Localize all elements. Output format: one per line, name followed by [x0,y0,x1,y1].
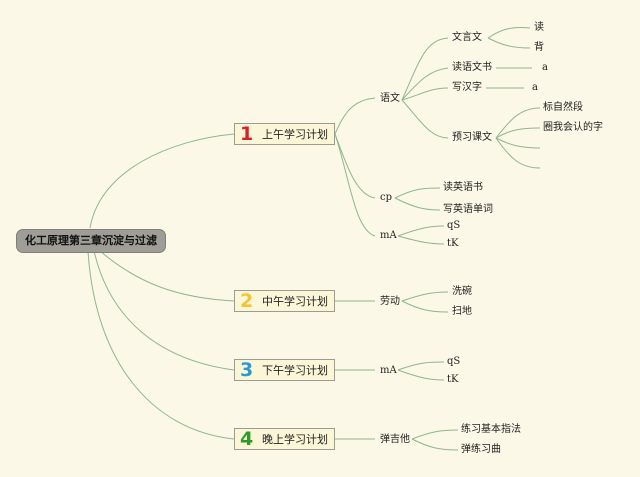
plan-label: 中午学习计划 [262,295,328,308]
plan-evening[interactable]: 4 晚上学习计划 [234,428,335,450]
link-ma2-qs [397,361,445,371]
leaf-tk-afternoon[interactable]: tK [447,374,459,385]
link-laodong-xiwan [401,291,449,302]
leaf-yuxi[interactable]: 预习课文 [452,132,492,143]
leaf-saodi[interactable]: 扫地 [452,306,472,317]
link-wenyan-bei [487,37,531,49]
leaf-tk-morning[interactable]: tK [447,238,459,249]
plan-label: 晚上学习计划 [262,433,328,446]
number-badge-1: 1 [240,123,254,145]
link-yuwen-wenyan [401,37,449,101]
branch-cp[interactable]: cp [380,192,393,203]
root-topic[interactable]: 化工原理第三章沉淀与过滤 [16,229,166,253]
plan-label: 下午学习计划 [262,364,328,377]
leaf-lianxi[interactable]: 练习基本指法 [461,424,521,435]
branch-ma-afternoon[interactable]: mA [380,365,397,376]
link-root-plan3 [93,250,235,371]
link-yuwen-duyuwen [401,67,449,101]
link-yuxi-blank2 [495,137,541,169]
link-cp-duying [394,187,441,199]
leaf-qs-morning[interactable]: qS [447,220,461,231]
leaf-a-1[interactable]: a [542,62,548,73]
leaf-quanwo[interactable]: 圈我会认的字 [543,122,603,133]
branch-guitar[interactable]: 弹吉他 [380,434,410,445]
link-root-plan1 [89,133,235,229]
link-yuwen-xiehanzi [401,87,449,101]
leaf-wenyanwen[interactable]: 文言文 [452,32,482,43]
link-guitar-tanlian [411,438,459,451]
link-wenyan-du [487,27,531,39]
link-root-plan2 [99,250,235,302]
branch-ma-morning[interactable]: mA [380,230,397,241]
link-plan1-cp [334,133,376,199]
number-badge-4: 4 [240,428,254,450]
link-plan1-yuwen [334,97,376,135]
leaf-biaoziran[interactable]: 标自然段 [543,102,583,113]
leaf-xiehanzi[interactable]: 写汉字 [452,82,482,93]
link-yuxi-biao [495,107,541,139]
link-cp-xieying [394,197,441,211]
link-guitar-lianxi [411,429,459,440]
link-root-plan4 [87,250,235,440]
branch-yuwen[interactable]: 语文 [380,93,400,104]
leaf-du[interactable]: 读 [534,22,544,33]
leaf-duyuwen[interactable]: 读语文书 [452,62,492,73]
branch-laodong[interactable]: 劳动 [380,296,400,307]
leaf-xieyingyu[interactable]: 写英语单词 [443,204,493,215]
leaf-xiwan[interactable]: 洗碗 [452,286,472,297]
number-badge-3: 3 [240,359,254,381]
link-plan1-ma [334,133,376,237]
leaf-qs-afternoon[interactable]: qS [447,356,461,367]
leaf-a-2[interactable]: a [532,82,538,93]
link-ma1-qs [397,225,445,237]
link-ma2-tk [397,369,445,381]
number-badge-2: 2 [240,290,254,312]
plan-afternoon[interactable]: 3 下午学习计划 [234,359,335,381]
plan-noon[interactable]: 2 中午学习计划 [234,290,335,312]
leaf-duyingyu[interactable]: 读英语书 [443,182,483,193]
link-yuxi-blank1 [495,137,541,149]
link-ma1-tk [397,235,445,245]
plan-morning[interactable]: 1 上午学习计划 [234,123,335,145]
link-yuxi-quan [495,127,541,139]
leaf-bei[interactable]: 背 [534,42,544,53]
link-yuwen-yuxi [401,99,449,139]
plan-label: 上午学习计划 [262,128,328,141]
leaf-tanlian[interactable]: 弹练习曲 [461,444,501,455]
link-laodong-saodi [401,300,449,313]
